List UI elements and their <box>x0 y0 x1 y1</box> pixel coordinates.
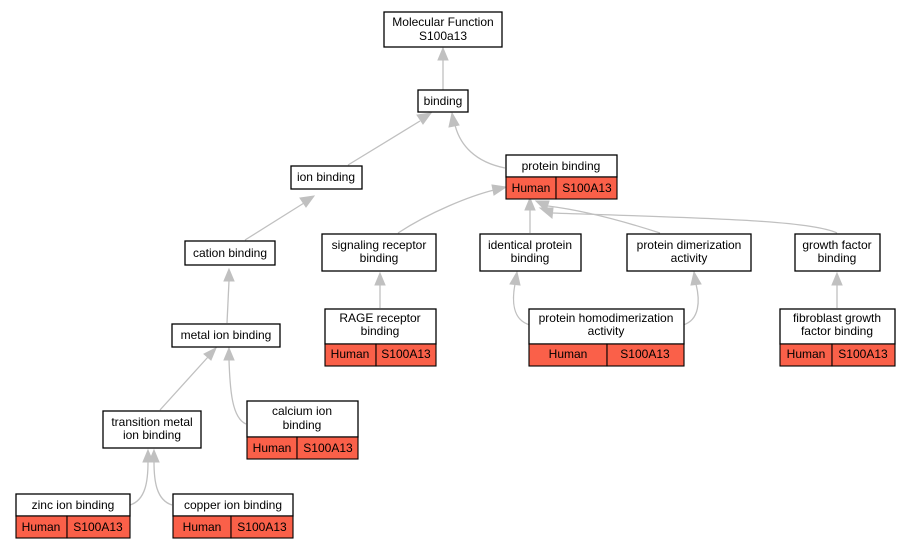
node-label: protein homodimerization <box>539 311 674 325</box>
species-label: Human <box>331 347 370 361</box>
node-label: signaling receptor <box>332 238 427 252</box>
node-identical-protein-binding[interactable]: identical protein binding <box>479 233 582 272</box>
gene-cell <box>66 515 131 539</box>
edges <box>129 46 843 506</box>
edge-signaling-to-protein <box>397 189 495 234</box>
node-label: binding <box>424 94 463 108</box>
arrowhead <box>299 195 316 208</box>
node-label: activity <box>671 251 708 265</box>
node-protein-homodimerization-activity[interactable]: protein homodimerization activity Human … <box>528 308 685 367</box>
arrowhead <box>223 346 235 361</box>
node-growth-factor-binding[interactable]: growth factor binding <box>794 233 881 272</box>
node-label: identical protein <box>488 238 572 252</box>
node-protein-binding[interactable]: protein binding Human S100A13 <box>505 154 618 200</box>
edge-metal-to-cation <box>226 280 230 324</box>
arrowhead <box>831 271 843 286</box>
node-label: ion binding <box>297 170 355 184</box>
node-label: binding <box>361 324 400 338</box>
gene-cell <box>555 176 618 200</box>
gene-label: S100A13 <box>838 347 888 361</box>
gene-label: S100A13 <box>562 181 612 195</box>
node-label: protein dimerization <box>637 238 742 252</box>
node-zinc-ion-binding[interactable]: zinc ion binding Human S100A13 <box>15 493 131 539</box>
edge-copper-to-transition <box>153 461 173 506</box>
node-label: binding <box>360 251 399 265</box>
arrowhead <box>538 207 554 219</box>
arrowhead <box>148 448 160 463</box>
gene-label: S100A13 <box>381 347 431 361</box>
node-copper-ion-binding[interactable]: copper ion binding Human S100A13 <box>172 493 294 539</box>
arrowhead <box>374 271 386 286</box>
edge-zinc-to-transition <box>129 461 149 506</box>
node-label: RAGE receptor <box>339 311 420 325</box>
gene-cell <box>230 515 294 539</box>
gene-label: S100A13 <box>303 441 353 455</box>
node-label: cation binding <box>193 246 267 260</box>
node-label: protein binding <box>522 159 601 173</box>
species-label: Human <box>787 347 826 361</box>
edge-dimerization-to-protein <box>547 205 661 234</box>
species-label: Human <box>549 347 588 361</box>
node-label: fibroblast growth <box>793 311 881 325</box>
edge-protein-binding-to-binding <box>454 124 506 169</box>
gene-cell <box>296 436 359 460</box>
arrowhead <box>524 196 536 211</box>
gene-cell <box>375 343 437 367</box>
node-label: S100a13 <box>419 29 467 43</box>
species-label: Human <box>22 520 61 534</box>
species-label: Human <box>512 181 551 195</box>
node-label: ion binding <box>123 428 181 442</box>
node-cation-binding[interactable]: cation binding <box>184 240 276 266</box>
edge-transition-to-metal <box>159 356 209 411</box>
node-protein-dimerization-activity[interactable]: protein dimerization activity <box>626 233 752 272</box>
arrowhead <box>203 346 217 361</box>
arrowhead <box>448 111 460 128</box>
node-label: copper ion binding <box>184 498 282 512</box>
arrowhead <box>690 270 702 286</box>
species-label: Human <box>183 520 222 534</box>
node-rage-receptor-binding[interactable]: RAGE receptor binding Human S100A13 <box>324 308 437 367</box>
gene-cell <box>831 343 896 367</box>
edge-cation-to-ion <box>244 202 305 241</box>
node-calcium-ion-binding[interactable]: calcium ion binding Human S100A13 <box>246 400 359 460</box>
node-label: zinc ion binding <box>32 498 115 512</box>
node-ion-binding[interactable]: ion binding <box>290 165 363 190</box>
gene-label: S100A13 <box>237 520 287 534</box>
edge-homodimer-to-dimerization <box>682 283 699 326</box>
edge-ion-binding-to-binding <box>347 120 421 166</box>
arrowhead <box>416 112 433 125</box>
node-label: binding <box>511 251 550 265</box>
node-root[interactable]: Molecular Function S100a13 <box>383 11 503 48</box>
node-binding[interactable]: binding <box>417 89 469 113</box>
node-label: calcium ion <box>272 404 332 418</box>
node-signaling-receptor-binding[interactable]: signaling receptor binding <box>321 233 437 272</box>
arrowhead <box>437 46 449 61</box>
node-label: activity <box>588 324 625 338</box>
node-label: factor binding <box>801 324 873 338</box>
species-label: Human <box>253 441 292 455</box>
node-fibroblast-growth-factor-binding[interactable]: fibroblast growth factor binding Human S… <box>779 308 896 367</box>
node-label: binding <box>283 418 322 432</box>
node-label: Molecular Function <box>392 15 493 29</box>
node-label: binding <box>818 251 857 265</box>
gene-cell <box>606 343 685 367</box>
node-metal-ion-binding[interactable]: metal ion binding <box>171 323 281 348</box>
arrowhead <box>491 184 508 196</box>
node-transition-metal-ion-binding[interactable]: transition metal ion binding <box>102 410 202 449</box>
node-label: transition metal <box>111 415 192 429</box>
gene-label: S100A13 <box>73 520 123 534</box>
edge-homodimer-to-identical <box>512 283 531 326</box>
edge-calcium-to-metal <box>228 359 247 425</box>
arrowhead <box>223 267 235 282</box>
arrowhead <box>509 270 521 286</box>
node-label: metal ion binding <box>181 328 272 342</box>
node-label: growth factor <box>802 238 871 252</box>
edge-growthfactor-to-protein <box>551 212 838 234</box>
gene-label: S100A13 <box>620 347 670 361</box>
